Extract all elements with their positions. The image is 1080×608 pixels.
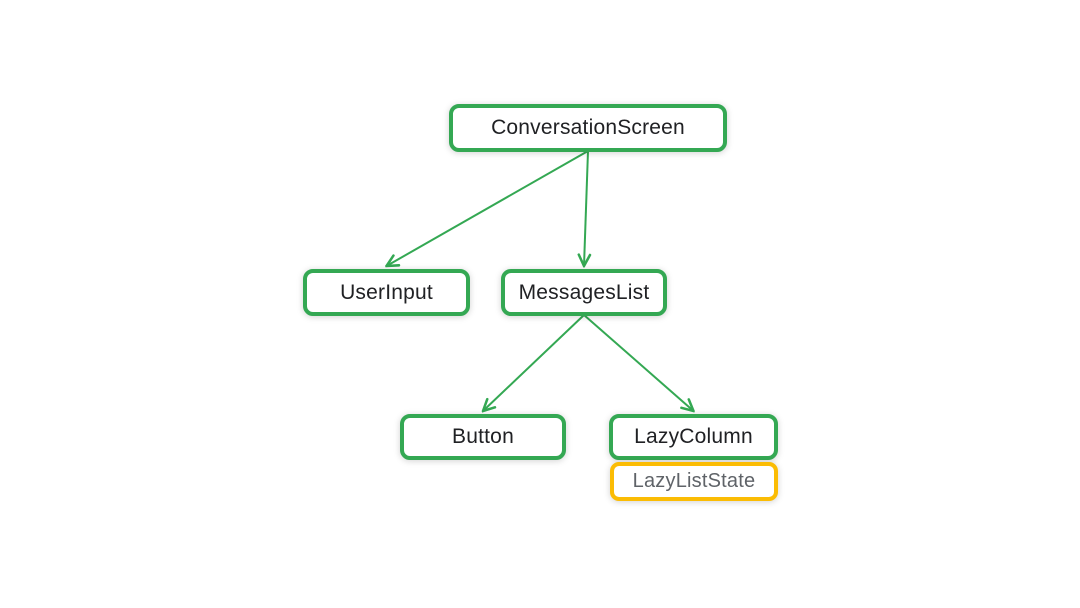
node-label: Button <box>452 425 514 448</box>
edge-conversation-screen-to-messages-list <box>584 150 588 266</box>
edge-messages-list-to-lazy-column <box>583 314 694 411</box>
tree-node-conversation-screen: ConversationScreen <box>449 104 727 152</box>
tree-node-lazy-list-state: LazyListState <box>610 462 778 501</box>
tree-node-lazy-column: LazyColumn <box>609 414 778 460</box>
tree-node-button: Button <box>400 414 566 460</box>
edge-conversation-screen-to-user-input <box>387 150 589 266</box>
node-label: MessagesList <box>518 280 650 304</box>
edge-messages-list-to-button <box>483 314 585 411</box>
node-label: LazyColumn <box>634 425 753 448</box>
tree-node-messages-list: MessagesList <box>501 269 667 316</box>
tree-node-user-input: UserInput <box>303 269 470 316</box>
node-label: UserInput <box>340 280 433 304</box>
node-label: LazyListState <box>632 470 756 492</box>
node-label: ConversationScreen <box>491 116 685 139</box>
